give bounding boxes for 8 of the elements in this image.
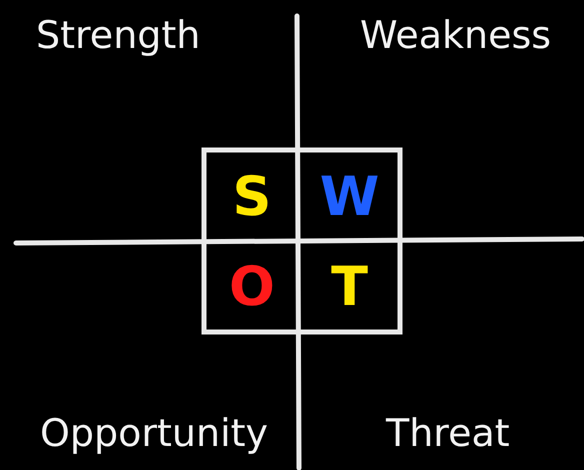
quadrant-letter: W — [320, 170, 380, 224]
quadrant-title: Weakness — [360, 16, 552, 54]
quadrant-title: Threat — [386, 414, 510, 452]
quadrant-letter: T — [331, 260, 368, 314]
quadrant-letter: S — [232, 170, 272, 224]
quadrant-letter: O — [229, 260, 275, 314]
quadrant-title: Strength — [36, 16, 200, 54]
quadrant-title: Opportunity — [40, 414, 268, 452]
